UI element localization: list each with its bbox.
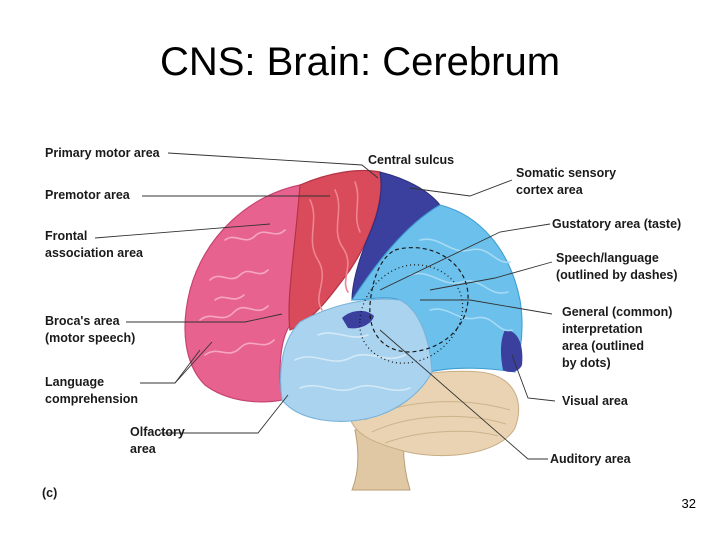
labels-right: Central sulcus Somatic sensory cortex ar… xyxy=(368,153,681,466)
label-speech-1: Speech/language xyxy=(556,251,659,265)
label-auditory: Auditory area xyxy=(550,452,632,466)
visual-area-patch xyxy=(500,330,523,373)
label-gustatory: Gustatory area (taste) xyxy=(552,217,681,231)
temporal-gyri xyxy=(294,332,411,392)
label-premotor: Premotor area xyxy=(45,188,131,202)
label-general-3: area (outlined xyxy=(562,339,644,353)
motor-gyri xyxy=(309,181,361,311)
motor-cortex xyxy=(288,169,382,331)
leader-lines-left xyxy=(94,152,379,434)
label-olfactory-2: area xyxy=(130,442,157,456)
label-central-sulcus: Central sulcus xyxy=(368,153,454,167)
slide-title: CNS: Brain: Cerebrum xyxy=(159,40,561,84)
label-frontal-2: association area xyxy=(45,246,144,260)
speech-language-outline xyxy=(369,247,469,353)
labels-left: Primary motor area Premotor area Frontal… xyxy=(42,146,185,500)
label-somatic-2: cortex area xyxy=(516,183,584,197)
label-general-4: by dots) xyxy=(562,356,611,370)
label-general-1: General (common) xyxy=(562,305,672,319)
page-number: 32 xyxy=(681,496,696,511)
label-general-2: interpretation xyxy=(562,322,643,336)
label-language-1: Language xyxy=(45,375,104,389)
label-somatic-1: Somatic sensory xyxy=(516,166,616,180)
frontal-gyri xyxy=(199,229,286,356)
label-broca-1: Broca's area xyxy=(45,314,121,328)
label-visual: Visual area xyxy=(562,394,629,408)
label-language-2: comprehension xyxy=(45,392,138,406)
leader-lines-right xyxy=(379,179,556,460)
label-olfactory-1: Olfactory xyxy=(130,425,185,439)
auditory-patch xyxy=(342,310,374,329)
label-primary-motor: Primary motor area xyxy=(45,146,161,160)
label-broca-2: (motor speech) xyxy=(45,331,135,345)
label-frontal-1: Frontal xyxy=(45,229,87,243)
general-interpretation-outline xyxy=(359,264,464,364)
label-speech-2: (outlined by dashes) xyxy=(556,268,678,282)
figure-label: (c) xyxy=(42,486,57,500)
parietal-gyri xyxy=(409,238,513,332)
